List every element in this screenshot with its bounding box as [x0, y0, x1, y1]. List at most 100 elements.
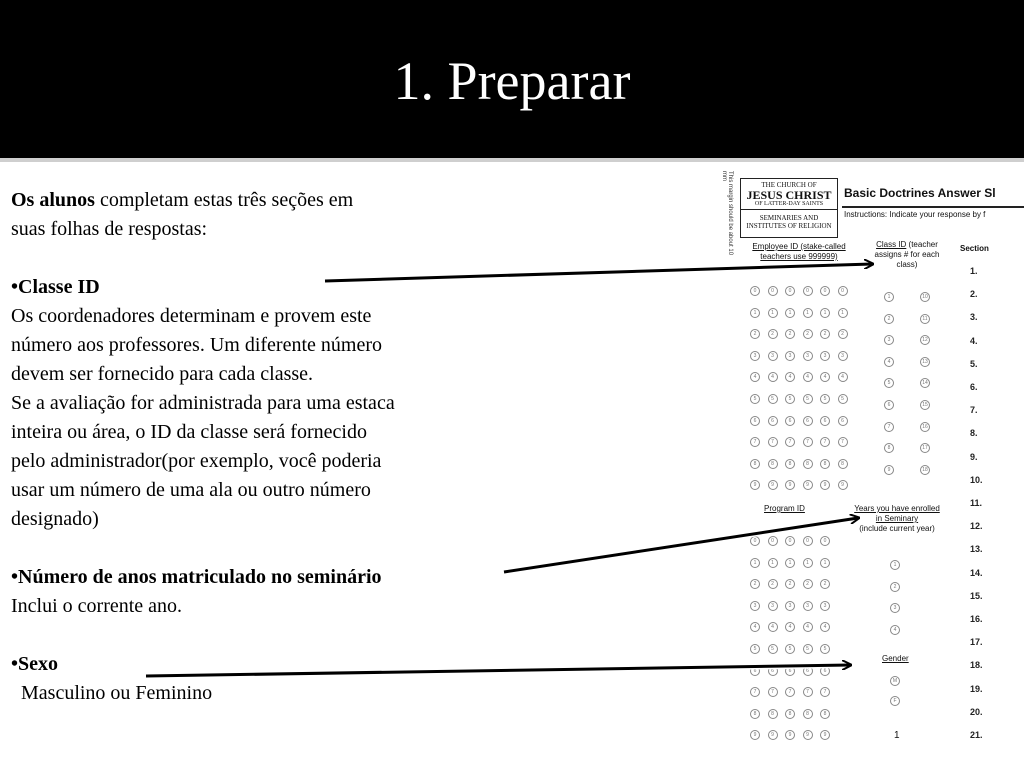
answer-bubble: 0 [837, 286, 848, 296]
answer-bubble: 2 [802, 329, 813, 340]
answer-bubble: 7 [820, 687, 830, 698]
answer-bubble: 1 [785, 307, 795, 318]
answer-bubble: 6 [767, 415, 778, 426]
answer-bubble: 0 [767, 536, 778, 546]
section-number: 15. [970, 590, 983, 601]
answer-bubble: 5 [750, 394, 760, 404]
answer-bubble: 2 [890, 581, 900, 592]
answer-bubble: 1 [750, 557, 760, 568]
answer-bubble: 3 [890, 603, 900, 614]
classe-line: inteira ou área, o ID da classe será for… [11, 421, 367, 443]
section-number: 16. [970, 614, 983, 624]
answer-bubble: 8 [802, 708, 813, 719]
header-rule [842, 206, 1024, 208]
answer-bubble: 0 [820, 536, 830, 546]
answer-bubble: 4 [884, 356, 894, 367]
answer-bubble: 9 [767, 480, 778, 491]
answer-bubble: 10 [920, 292, 930, 302]
answer-bubble: 0 [767, 286, 778, 296]
section-number: 9. [970, 451, 978, 462]
answer-bubble: 4 [767, 372, 778, 383]
answer-bubble: 11 [920, 313, 930, 324]
employee-id-label: Employee ID (stake-called teachers use 9… [752, 242, 846, 261]
body-text: Os alunos completam estas três seções em… [11, 186, 511, 708]
answer-sheet-image: THE CHURCH OF JESUS CHRIST OF LATTER-DAY… [718, 170, 1024, 768]
answer-bubble: 3 [750, 350, 760, 361]
anos-heading: •Número de anos matriculado no seminário [11, 566, 382, 588]
answer-bubble: 1 [785, 557, 795, 568]
classe-line: número aos professores. Um diferente núm… [11, 334, 382, 356]
answer-bubble: 7 [785, 437, 795, 448]
answer-bubble: 2 [837, 329, 848, 340]
answer-bubble: 9 [884, 464, 894, 475]
answer-bubble: 8 [820, 708, 830, 719]
answer-bubble: 4 [767, 622, 778, 633]
logo-line: SEMINARIES AND [759, 214, 819, 222]
answer-bubble: 4 [820, 372, 830, 383]
answer-bubble: 5 [884, 378, 894, 389]
answer-bubble: 5 [820, 394, 830, 404]
years-title: Years you have enrolled in Seminary [854, 504, 940, 523]
answer-bubble: 3 [767, 350, 778, 361]
section-number: 12. [970, 521, 983, 532]
answer-bubble: 2 [820, 579, 830, 590]
answer-bubble: 1 [767, 307, 778, 318]
section-header: Section [960, 244, 989, 253]
answer-bubble: 1 [890, 560, 900, 570]
church-logo: THE CHURCH OF JESUS CHRIST OF LATTER-DAY… [740, 178, 838, 238]
sexo-heading: •Sexo [11, 653, 59, 675]
answer-bubble: 0 [802, 286, 813, 296]
answer-bubble: 1 [767, 557, 778, 568]
answer-bubble: 0 [785, 286, 795, 296]
section-number: 14. [970, 567, 983, 578]
classe-line: usar um número de uma ala ou outro númer… [11, 479, 371, 501]
answer-bubble: 2 [785, 579, 795, 590]
section-number: 21. [970, 730, 983, 740]
answer-bubble: 6 [802, 665, 813, 676]
answer-bubble: 0 [750, 286, 760, 296]
answer-bubble: 6 [884, 400, 894, 410]
answer-bubble: 5 [750, 644, 760, 654]
answer-bubble: 0 [750, 536, 760, 546]
answer-bubble: 2 [767, 579, 778, 590]
sexo-line: Masculino ou Feminino [11, 682, 213, 704]
gender-label: Gender [882, 654, 909, 663]
answer-bubble: 1 [802, 307, 813, 318]
class-id-label: Class ID (teacher assigns # for each cla… [870, 240, 944, 270]
answer-bubble: 12 [920, 335, 930, 346]
answer-bubble: 6 [820, 665, 830, 676]
gender-f-bubble: F [890, 696, 900, 706]
years-enrolled-label: Years you have enrolled in Seminary (inc… [852, 504, 942, 534]
classe-heading: •Classe ID [11, 276, 100, 298]
answer-bubble: 5 [802, 644, 813, 654]
answer-bubble: 6 [820, 415, 830, 426]
section-number: 19. [970, 683, 983, 694]
answer-bubble: 4 [890, 624, 900, 635]
section-number: 2. [970, 289, 978, 300]
class-id-title: Class ID [876, 240, 907, 249]
answer-bubble: 1 [820, 557, 830, 568]
section-number: 11. [970, 498, 983, 508]
answer-bubble: 4 [820, 622, 830, 633]
section-number: 3. [970, 312, 978, 323]
answer-bubble: 3 [837, 350, 848, 361]
classe-line: Os coordenadores determinam e provem est… [11, 305, 372, 327]
answer-bubble: 4 [802, 622, 813, 633]
answer-bubble: 3 [785, 600, 795, 611]
answer-bubble: 7 [767, 687, 778, 698]
title-bar: 1. Preparar [0, 0, 1024, 158]
classe-line: designado) [11, 508, 99, 530]
answer-bubble: 8 [820, 458, 830, 469]
answer-bubble: 1 [820, 307, 830, 318]
answer-bubble: 2 [767, 329, 778, 340]
answer-bubble: 2 [750, 329, 760, 340]
answer-bubble: 9 [802, 480, 813, 491]
section-number: 10. [970, 474, 983, 485]
answer-bubble: 4 [802, 372, 813, 383]
gender-m-bubble: M [890, 676, 900, 686]
answer-bubble: 9 [820, 730, 830, 741]
answer-bubble: 7 [750, 687, 760, 698]
answer-bubble: 8 [767, 458, 778, 469]
answer-bubble: 1 [750, 307, 760, 318]
answer-bubble: 0 [785, 536, 795, 546]
